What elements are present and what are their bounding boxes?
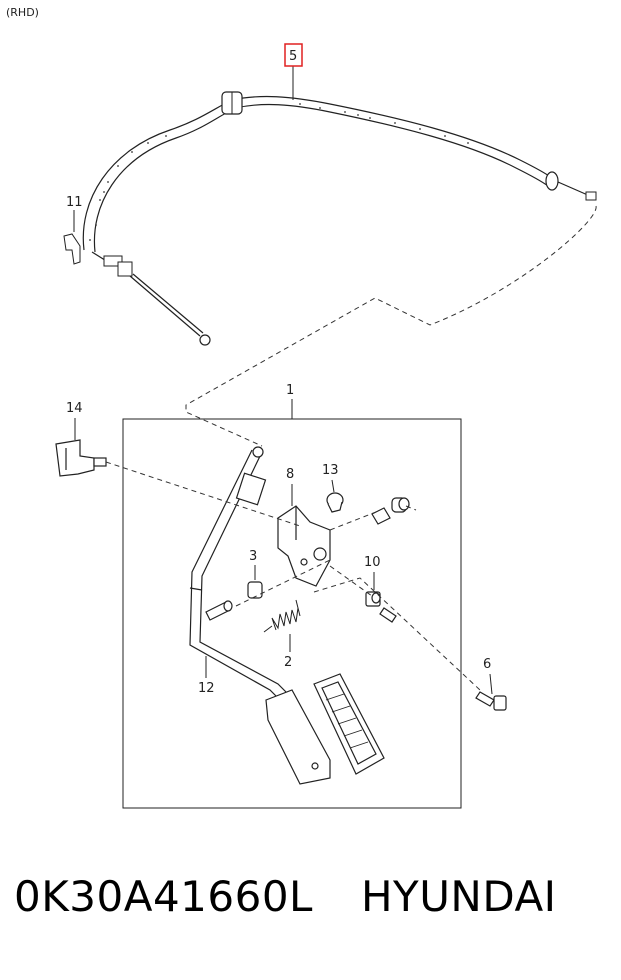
pedal-arm	[189, 446, 289, 701]
callout-13[interactable]: 13	[322, 463, 339, 478]
callout-8[interactable]: 8	[286, 467, 294, 482]
callout-1[interactable]: 1	[286, 383, 294, 398]
pedal-pad	[265, 689, 331, 785]
callout-14[interactable]: 14	[66, 401, 83, 416]
clip	[371, 497, 410, 525]
callout-10[interactable]: 10	[364, 555, 381, 570]
bolt	[475, 691, 507, 711]
pivot-shaft	[205, 600, 233, 621]
callout-2[interactable]: 2	[284, 655, 292, 670]
accelerator-cable	[63, 91, 597, 346]
brand-name: HYUNDAI	[360, 872, 557, 921]
pedal-bracket	[277, 505, 331, 587]
stopper	[326, 492, 344, 513]
callout-12[interactable]: 12	[198, 681, 215, 696]
rubber-pad	[313, 673, 385, 775]
callout-5[interactable]: 5	[289, 49, 297, 64]
callout-11[interactable]: 11	[66, 195, 83, 210]
part-number: 0K30A41660L	[14, 872, 313, 921]
part-caption: 0K30A41660L HYUNDAI	[14, 872, 614, 921]
callout-5-highlight	[284, 43, 303, 67]
bushing	[247, 581, 263, 599]
callout-3[interactable]: 3	[249, 549, 257, 564]
callout-6[interactable]: 6	[483, 657, 491, 672]
mounting-bracket	[55, 439, 107, 477]
nut	[365, 591, 397, 623]
return-spring	[263, 599, 301, 633]
assembly-leader-lines	[105, 461, 481, 691]
variant-label: (RHD)	[6, 6, 39, 19]
cable-leader-line	[185, 205, 597, 447]
